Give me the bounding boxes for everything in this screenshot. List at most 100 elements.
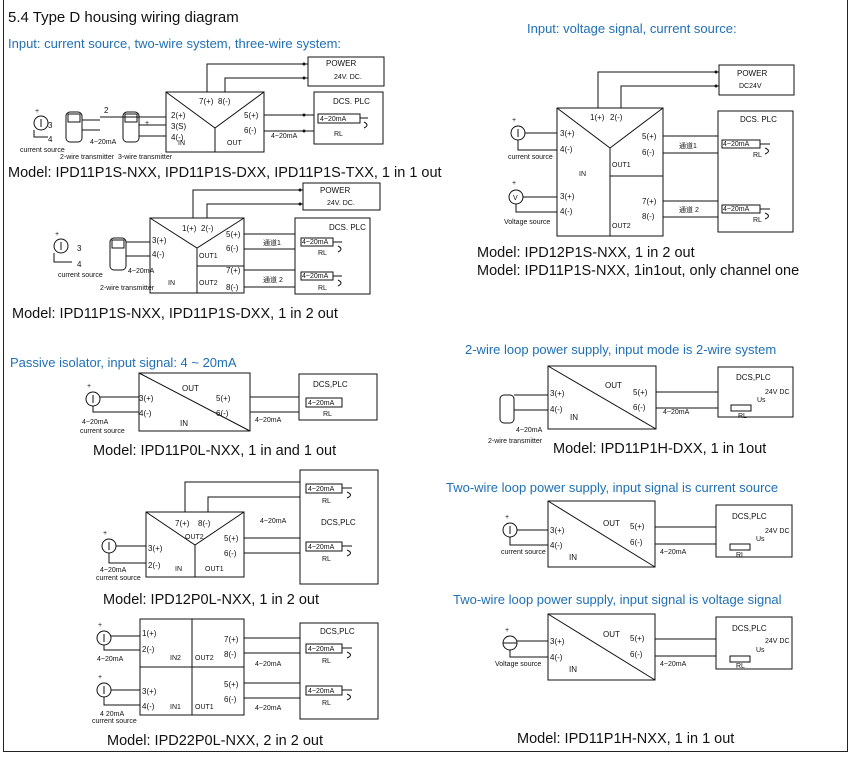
- svg-text:DCS,PLC: DCS,PLC: [736, 373, 771, 382]
- svg-text:8(-): 8(-): [218, 97, 231, 106]
- svg-text:3: 3: [48, 121, 53, 130]
- svg-text:IN1: IN1: [170, 704, 181, 711]
- svg-text:通道 2: 通道 2: [679, 205, 699, 214]
- svg-text:+: +: [505, 627, 509, 634]
- svg-text:4~20mA: 4~20mA: [302, 239, 329, 246]
- svg-text:1(+): 1(+): [590, 113, 605, 122]
- diagram-1in2out: POWER 24V. DC. 1(+) 2(-) 3(+) 4(-) OUT1 …: [12, 182, 381, 322]
- model-label-3a: Model: IPD12P1S-NXX, 1 in 2 out: [477, 245, 695, 261]
- svg-text:5(+): 5(+): [224, 534, 239, 543]
- svg-text:IN: IN: [175, 566, 182, 573]
- svg-text:3-wire transmitter: 3-wire transmitter: [118, 154, 173, 161]
- svg-text:DC24V: DC24V: [739, 83, 762, 90]
- svg-text:2-wire transmitter: 2-wire transmitter: [100, 285, 155, 292]
- svg-text:8(-): 8(-): [226, 283, 239, 292]
- svg-text:Voltage source: Voltage source: [495, 661, 541, 668]
- svg-text:8(-): 8(-): [198, 519, 211, 528]
- svg-text:4(-): 4(-): [560, 207, 573, 216]
- diagram-passive-isolator: OUT IN 3(+) 4(-) 5(+) 6(-) DCS,PLC 4~20m…: [80, 372, 378, 459]
- svg-text:RL: RL: [318, 250, 327, 257]
- svg-text:IN2: IN2: [170, 655, 181, 662]
- svg-text:+: +: [35, 108, 39, 115]
- svg-text:4~20mA: 4~20mA: [128, 268, 155, 275]
- svg-text:OUT1: OUT1: [612, 162, 631, 169]
- svg-text:2(-): 2(-): [148, 561, 161, 570]
- svg-text:4~20mA: 4~20mA: [723, 141, 750, 148]
- svg-text:+: +: [512, 180, 516, 187]
- svg-text:4~20mA: 4~20mA: [255, 705, 282, 712]
- svg-text:4~20mA: 4~20mA: [97, 656, 124, 663]
- section-title: 5.4 Type D housing wiring diagram: [8, 9, 239, 26]
- svg-text:通道 2: 通道 2: [263, 275, 283, 284]
- svg-text:OUT: OUT: [182, 384, 199, 393]
- svg-text:6(-): 6(-): [630, 538, 643, 547]
- svg-text:POWER: POWER: [737, 69, 767, 78]
- svg-text:V: V: [513, 195, 518, 202]
- svg-text:4(-): 4(-): [142, 702, 155, 711]
- svg-text:OUT: OUT: [603, 630, 620, 639]
- svg-text:+: +: [87, 383, 91, 390]
- svg-text:4~20mA: 4~20mA: [308, 486, 335, 493]
- svg-text:3(+): 3(+): [142, 687, 157, 696]
- svg-text:2-wire transmitter: 2-wire transmitter: [488, 438, 543, 445]
- svg-text:2(-): 2(-): [201, 224, 214, 233]
- svg-text:2: 2: [104, 106, 109, 115]
- svg-text:4(-): 4(-): [139, 409, 152, 418]
- svg-text:通道1: 通道1: [263, 238, 281, 247]
- model-label-1: Model: IPD11P1S-NXX, IPD11P1S-DXX, IPD11…: [8, 165, 442, 181]
- model-label-6: Model: IPD12P0L-NXX, 1 in 2 out: [103, 592, 319, 608]
- svg-text:5(+): 5(+): [633, 388, 648, 397]
- svg-text:Us: Us: [756, 536, 765, 543]
- caption-voltage-current: Input: voltage signal, current source:: [527, 21, 737, 36]
- svg-text:6(-): 6(-): [642, 148, 655, 157]
- svg-text:1(+): 1(+): [182, 224, 197, 233]
- model-label-7: Model: IPD22P0L-NXX, 2 in 2 out: [107, 733, 323, 749]
- svg-text:RL: RL: [753, 152, 762, 159]
- diagram-1in1out-transmitters: POWER 24V. DC. 7(+) 8(-) IN OUT 2(+) 3(S…: [8, 56, 442, 181]
- svg-text:OUT: OUT: [227, 140, 243, 147]
- svg-text:7(+): 7(+): [175, 519, 190, 528]
- svg-text:4(-): 4(-): [550, 653, 563, 662]
- svg-text:POWER: POWER: [326, 59, 356, 68]
- svg-text:8(-): 8(-): [642, 212, 655, 221]
- svg-text:+: +: [98, 674, 102, 681]
- svg-text:3(+): 3(+): [560, 129, 575, 138]
- svg-text:Voltage source: Voltage source: [504, 219, 550, 226]
- svg-text:1(+): 1(+): [142, 629, 157, 638]
- svg-text:7(+): 7(+): [642, 197, 657, 206]
- svg-text:4(-): 4(-): [550, 405, 563, 414]
- svg-text:current source: current source: [508, 154, 553, 161]
- svg-text:3(+): 3(+): [550, 526, 565, 535]
- svg-text:OUT1: OUT1: [195, 704, 214, 711]
- svg-text:POWER: POWER: [320, 186, 350, 195]
- svg-text:DCS. PLC: DCS. PLC: [329, 223, 366, 232]
- svg-text:OUT1: OUT1: [199, 253, 218, 260]
- svg-text:4~20mA: 4~20mA: [723, 206, 750, 213]
- svg-text:IN: IN: [178, 140, 185, 147]
- svg-text:4~20mA: 4~20mA: [271, 133, 298, 140]
- svg-text:6(-): 6(-): [633, 403, 646, 412]
- svg-text:5(+): 5(+): [226, 230, 241, 239]
- svg-text:4~20mA: 4~20mA: [320, 116, 347, 123]
- svg-text:RL: RL: [736, 552, 745, 559]
- svg-text:2-wire transmitter: 2-wire transmitter: [60, 154, 115, 161]
- svg-text:IN: IN: [579, 171, 586, 178]
- svg-text:current source: current source: [80, 428, 125, 435]
- svg-text:5(+): 5(+): [216, 394, 231, 403]
- svg-text:2(-): 2(-): [610, 113, 623, 122]
- svg-text:+: +: [512, 117, 516, 124]
- svg-text:5(+): 5(+): [630, 634, 645, 643]
- svg-text:+: +: [103, 530, 107, 537]
- page-frame: [3, 0, 848, 752]
- svg-text:Us: Us: [757, 397, 766, 404]
- svg-text:IN: IN: [569, 553, 577, 562]
- svg-text:5(+): 5(+): [642, 132, 657, 141]
- svg-text:OUT: OUT: [605, 381, 622, 390]
- svg-text:7(+): 7(+): [199, 97, 214, 106]
- svg-text:current source: current source: [92, 718, 137, 725]
- svg-text:RL: RL: [334, 131, 343, 138]
- svg-text:OUT1: OUT1: [205, 566, 224, 573]
- caption-passive-isolator: Passive isolator, input signal: 4 ~ 20mA: [10, 355, 237, 370]
- svg-text:Us: Us: [756, 647, 765, 654]
